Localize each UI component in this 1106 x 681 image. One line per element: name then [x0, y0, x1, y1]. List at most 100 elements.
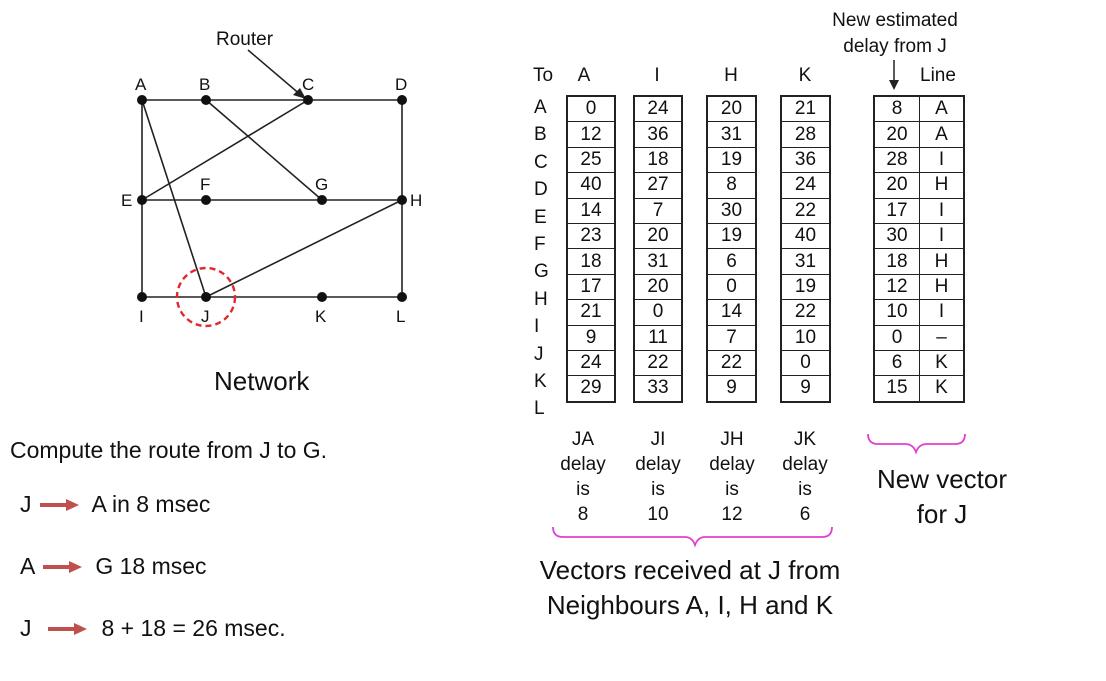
outgoing-line-cell: H [919, 172, 965, 199]
node-label-h: H [410, 191, 422, 210]
vector-cell: 40 [566, 172, 616, 199]
vector-cell: 29 [566, 375, 616, 403]
vector-cell: 25 [566, 146, 616, 174]
new-delay-cell: 0 [873, 324, 920, 351]
node-c [303, 95, 313, 105]
outgoing-line-cell: K [919, 375, 965, 403]
outgoing-line-cell: A [919, 121, 965, 148]
node-e [137, 195, 147, 205]
step-from: A [20, 553, 36, 579]
vector-cell: 19 [706, 222, 757, 250]
vector-cell: 24 [566, 349, 616, 377]
vector-cell: 31 [633, 248, 683, 275]
new-delay-cell: 6 [873, 349, 920, 377]
vector-cell: 22 [706, 349, 757, 377]
vector-cell: 28 [780, 121, 831, 148]
destination-label: K [534, 370, 547, 392]
step-from: J [20, 615, 32, 641]
destination-label: G [534, 261, 549, 283]
new-delay-cell: 12 [873, 273, 920, 301]
vector-header-i: I [654, 65, 660, 86]
right-arrow-icon [43, 560, 83, 573]
label-line: New vector [876, 464, 1008, 494]
outgoing-line-cell: H [919, 273, 965, 301]
vector-cell: 19 [706, 146, 757, 174]
vector-cell: 18 [633, 146, 683, 174]
down-arrow-icon [889, 80, 899, 90]
node-d [397, 95, 407, 105]
vector-cell: 22 [633, 349, 683, 377]
new-estimate-note: New estimated delay from J [820, 8, 970, 60]
vector-cell: 22 [780, 197, 831, 224]
vector-cell: 20 [633, 273, 683, 301]
vector-cell: 0 [566, 95, 616, 123]
outgoing-line-cell: I [919, 222, 965, 250]
delay-line: delay [635, 454, 681, 475]
vector-cell: 21 [780, 95, 831, 123]
vector-header-h: H [724, 65, 738, 86]
vector-cell: 36 [780, 146, 831, 174]
node-i [137, 292, 147, 302]
delay-line: JH [720, 429, 744, 450]
node-f [201, 195, 211, 205]
vector-cell: 18 [566, 248, 616, 275]
outgoing-line-cell: I [919, 299, 965, 326]
vector-cell: 31 [780, 248, 831, 275]
router-pointer [247, 49, 303, 97]
vector-cell: 9 [706, 375, 757, 403]
delay-line: 10 [647, 504, 669, 525]
step-from: J [20, 491, 32, 517]
destination-label: L [534, 398, 545, 420]
node-label-j: J [201, 307, 210, 326]
received-vectors-label: Vectors received at J from Neighbours A,… [510, 553, 870, 623]
node-label-k: K [315, 307, 327, 326]
route-step-3: J 8 + 18 = 26 msec. [20, 615, 286, 642]
right-arrow-icon [47, 622, 87, 635]
vector-cell: 14 [706, 299, 757, 326]
link-b-g [205, 99, 323, 201]
destination-label: C [534, 151, 548, 173]
label-line: Vectors received at J from [539, 555, 841, 585]
step-text: 8 + 18 = 26 msec. [101, 615, 286, 641]
vector-cell: 24 [633, 95, 683, 123]
new-delay-cell: 17 [873, 197, 920, 224]
network-links [141, 99, 403, 298]
link-c-e [141, 99, 309, 201]
node-label-d: D [395, 75, 407, 94]
question-text: Compute the route from J to G. [10, 437, 328, 463]
vector-cell: 30 [706, 197, 757, 224]
delay-line: is [725, 479, 739, 500]
vector-cell: 23 [566, 222, 616, 250]
vector-cell: 19 [780, 273, 831, 301]
label-line: Neighbours A, I, H and K [546, 590, 834, 620]
vector-cell: 21 [566, 299, 616, 326]
note-line: New estimated [832, 10, 958, 31]
vector-cell: 0 [780, 349, 831, 377]
new-delay-cell: 20 [873, 172, 920, 199]
outgoing-line-cell: A [919, 95, 965, 123]
j-highlight-circle [175, 266, 237, 328]
outgoing-line-cell: – [919, 324, 965, 351]
node-label-g: G [315, 175, 328, 194]
delay-line: delay [709, 454, 755, 475]
delay-line: 6 [799, 504, 811, 525]
vector-cell: 10 [780, 324, 831, 351]
outgoing-line-cell: I [919, 197, 965, 224]
note-line: delay from J [843, 36, 947, 57]
node-h [397, 195, 407, 205]
router-pointer-head [293, 88, 306, 99]
node-label-b: B [199, 75, 210, 94]
vector-cell: 31 [706, 121, 757, 148]
vector-cell: 14 [566, 197, 616, 224]
vector-cell: 17 [566, 273, 616, 301]
route-step-1: J A in 8 msec [20, 491, 210, 518]
outgoing-line-cell: I [919, 146, 965, 174]
destination-label: A [534, 97, 547, 118]
label-line: for J [916, 499, 968, 529]
vector-cell: 0 [706, 273, 757, 301]
